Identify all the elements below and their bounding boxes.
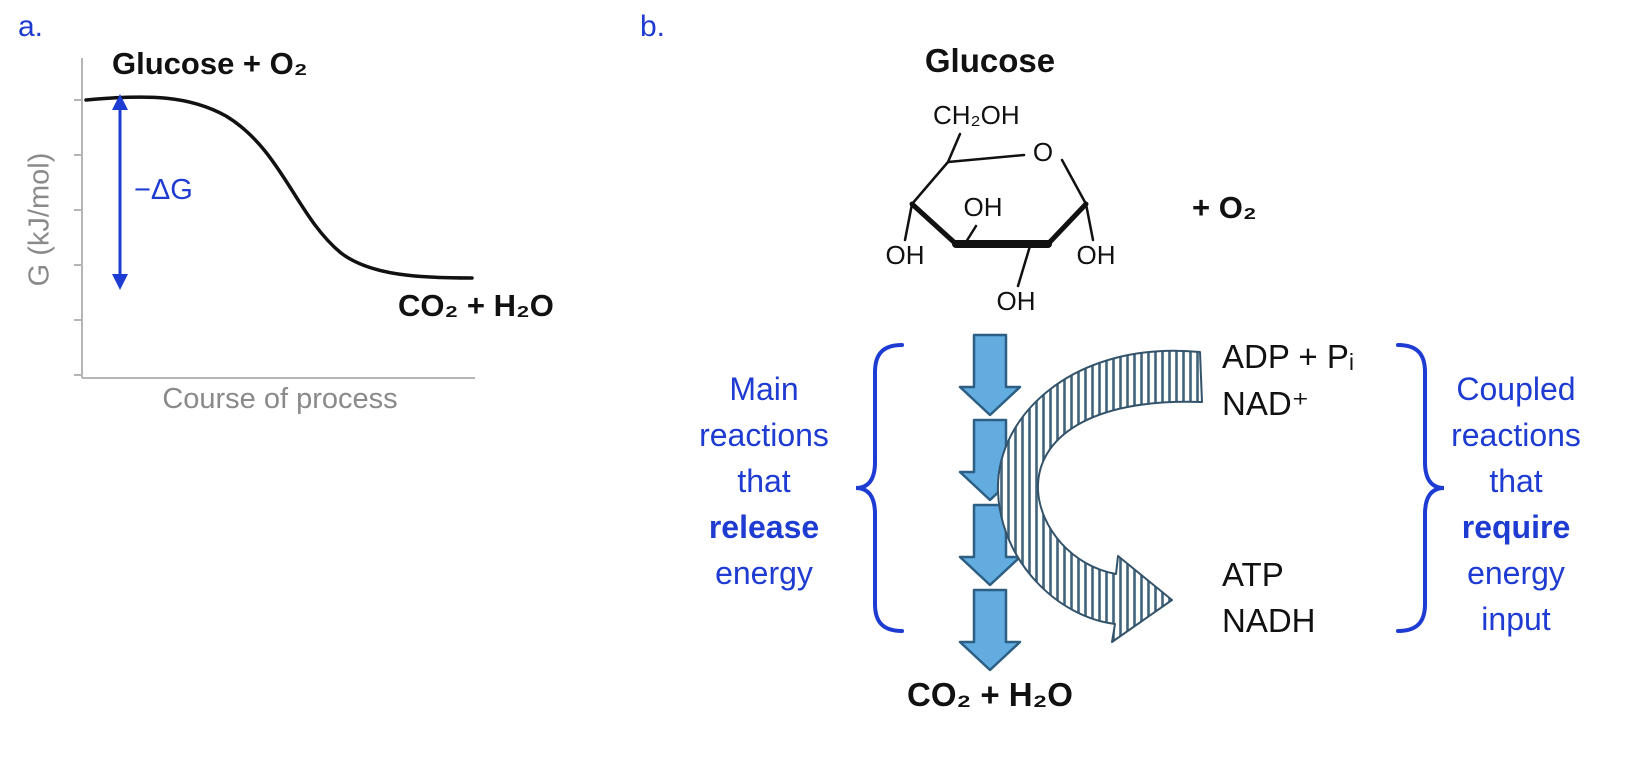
products-label-a: CO₂ + H₂O	[398, 288, 554, 323]
glucose-molecule: CH₂OH O OH OH OH OH	[886, 100, 1116, 316]
braces	[855, 343, 1445, 633]
molecule-bonds	[903, 132, 1095, 288]
caption-line: reactions	[1451, 417, 1581, 453]
reactants-label: Glucose + O₂	[112, 46, 308, 81]
adp-pi-label: ADP + Pᵢ	[1222, 338, 1355, 375]
energy-plot	[74, 58, 475, 379]
oxygen-label: + O₂	[1192, 190, 1257, 225]
oh-left-label: OH	[886, 240, 925, 270]
reaction-arrow-1	[958, 333, 1022, 417]
oh-right-label: OH	[1077, 240, 1116, 270]
caption-line-emphasis: require	[1461, 509, 1571, 545]
caption-line: input	[1481, 601, 1551, 637]
caption-line: that	[1489, 463, 1543, 499]
coupled-reaction-arrow	[996, 349, 1203, 643]
reaction-diagram	[855, 333, 1445, 672]
right-brace	[1396, 343, 1445, 633]
oh-inner-label: OH	[964, 192, 1003, 222]
panel-b-label: b.	[640, 10, 666, 43]
delta-g-label: −ΔG	[134, 174, 193, 206]
oh-bottom-label: OH	[997, 286, 1036, 316]
caption-line: Main	[729, 371, 799, 407]
coupled-reactions-caption: Coupled reactions that require energy in…	[1432, 366, 1600, 642]
atp-label: ATP	[1222, 556, 1284, 593]
caption-line: energy	[1467, 555, 1565, 591]
left-brace	[855, 343, 904, 633]
nad-label: NAD⁺	[1222, 385, 1310, 422]
products-label-b: CO₂ + H₂O	[907, 676, 1073, 713]
caption-line: energy	[715, 555, 813, 591]
panel-a-label: a.	[18, 10, 44, 43]
reaction-arrow-4	[958, 588, 1022, 672]
ring-oxygen-label: O	[1033, 137, 1053, 167]
caption-line-emphasis: release	[708, 509, 820, 545]
caption-line: Coupled	[1456, 371, 1576, 407]
ch2oh-label: CH₂OH	[933, 100, 1020, 130]
molecule-labels: CH₂OH O OH OH OH OH	[886, 100, 1116, 316]
energy-curve	[84, 95, 474, 280]
x-axis-label: Course of process	[162, 383, 398, 415]
caption-line: that	[737, 463, 791, 499]
plot-axes	[74, 58, 475, 379]
nadh-label: NADH	[1222, 602, 1316, 639]
caption-line: reactions	[699, 417, 829, 453]
glucose-title: Glucose	[924, 42, 1056, 79]
delta-g-arrow	[112, 94, 128, 290]
y-axis-label: G (kJ/mol)	[23, 152, 56, 287]
main-reactions-caption: Main reactions that release energy	[688, 366, 840, 596]
